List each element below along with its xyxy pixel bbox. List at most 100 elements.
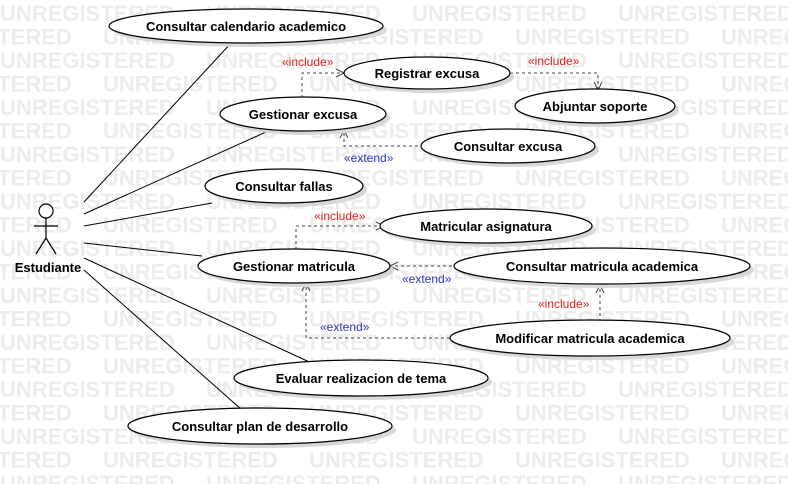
watermark-text: UNREGISTERED xyxy=(721,401,788,426)
watermark-text: UNREGISTERED xyxy=(206,471,381,484)
usecase-label: Consultar calendario academico xyxy=(146,19,346,34)
stereotype-include-label: «include» xyxy=(538,297,590,311)
watermark-text: UNREGISTERED xyxy=(309,448,484,473)
watermark-text: UNREGISTERED xyxy=(721,448,788,473)
stereotype-extend-label: «extend» xyxy=(344,151,394,165)
watermark-text: UNREGISTERED xyxy=(0,213,72,238)
assoc-gestionar-matricula xyxy=(83,242,203,257)
watermark-text: UNREGISTERED xyxy=(412,424,587,449)
watermark-text: UNREGISTERED xyxy=(0,189,175,214)
watermark-text: UNREGISTERED xyxy=(618,424,788,449)
usecase-label: Consultar plan de desarrollo xyxy=(172,419,348,434)
watermark-text: UNREGISTERED xyxy=(412,1,587,26)
usecase-label: Matricular asignatura xyxy=(420,219,552,234)
watermark-text: UNREGISTERED xyxy=(721,25,788,50)
watermark-text: UNREGISTERED xyxy=(721,307,788,332)
include-matricular-asignatura xyxy=(295,225,384,250)
usecase-label: Evaluar realizacion de tema xyxy=(276,371,447,386)
stereotype-include-label: «include» xyxy=(528,54,580,68)
watermark-text: UNREGISTERED xyxy=(206,330,381,355)
watermark-text: UNREGISTERED xyxy=(618,189,788,214)
watermark-text: UNREGISTERED xyxy=(515,448,690,473)
watermark-text: UNREGISTERED xyxy=(0,236,175,261)
watermark-text: UNREGISTERED xyxy=(103,72,278,97)
watermark-text: UNREGISTERED xyxy=(0,471,175,484)
usecase-consultar-excusa[interactable]: Consultar excusa xyxy=(420,128,599,167)
usecase-evaluar-tema[interactable]: Evaluar realizacion de tema xyxy=(233,359,492,400)
watermark-text: UNREGISTERED xyxy=(0,330,175,355)
watermark-text: UNREGISTERED xyxy=(0,142,175,167)
watermark-text: UNREGISTERED xyxy=(0,401,72,426)
usecase-label: Consultar fallas xyxy=(235,179,333,194)
usecase-adjuntar-soporte[interactable]: Abjuntar soporte xyxy=(514,88,679,127)
usecase-consultar-calendario[interactable]: Consultar calendario academico xyxy=(108,8,387,47)
usecase-consultar-plan[interactable]: Consultar plan de desarrollo xyxy=(127,407,396,448)
stereotype-extend-label: «extend» xyxy=(320,320,370,334)
watermark-text: UNREGISTERED xyxy=(0,25,72,50)
watermark-text: UNREGISTERED xyxy=(515,401,690,426)
watermark-text: UNREGISTERED xyxy=(515,166,690,191)
usecase-gestionar-matricula[interactable]: Gestionar matricula xyxy=(197,248,394,287)
watermark-text: UNREGISTERED xyxy=(206,283,381,308)
assoc-consultar-plan xyxy=(83,269,243,411)
include-registrar-excusa xyxy=(301,72,344,98)
actor-figure-icon xyxy=(34,203,58,255)
assoc-gestionar-excusa xyxy=(83,131,267,215)
extend-consultar-excusa xyxy=(343,130,424,147)
watermark-text: UNREGISTERED xyxy=(0,166,72,191)
watermark-text: UNREGISTERED xyxy=(412,283,587,308)
stereotype-include-label: «include» xyxy=(314,209,366,223)
watermark-text: UNREGISTERED xyxy=(0,260,72,285)
watermark-text: UNREGISTERED xyxy=(412,471,587,484)
usecase-label: Consultar excusa xyxy=(454,139,563,154)
assoc-consultar-calendario xyxy=(83,41,233,203)
watermark-text: UNREGISTERED xyxy=(618,471,788,484)
watermark-text: UNREGISTERED xyxy=(721,72,788,97)
usecase-label: Gestionar matricula xyxy=(233,259,356,274)
usecase-label: Abjuntar soporte xyxy=(543,99,648,114)
extend-modificar-matricula xyxy=(305,283,450,339)
watermark-text: UNREGISTERED xyxy=(103,213,278,238)
watermark-text: UNREGISTERED xyxy=(103,448,278,473)
usecase-gestionar-excusa[interactable]: Gestionar excusa xyxy=(219,96,390,135)
stereotype-extend-label: «extend» xyxy=(402,272,452,286)
usecase-label: Modificar matricula academica xyxy=(495,331,685,346)
use-cases: Consultar calendario academico Registrar… xyxy=(108,8,754,448)
watermark-text: UNREGISTERED xyxy=(721,213,788,238)
actor-name: Estudiante xyxy=(15,260,81,275)
watermark-text: UNREGISTERED xyxy=(0,354,72,379)
watermark-text: UNREGISTERED xyxy=(721,119,788,144)
watermark-text: UNREGISTERED xyxy=(0,377,175,402)
usecase-matricular-asignatura[interactable]: Matricular asignatura xyxy=(379,208,596,247)
usecase-registrar-excusa[interactable]: Registrar excusa xyxy=(343,56,514,93)
usecase-label: Gestionar excusa xyxy=(249,107,358,122)
watermark-text: UNREGISTERED xyxy=(0,448,72,473)
watermark-text: UNREGISTERED xyxy=(618,377,788,402)
usecase-modificar-matricula[interactable]: Modificar matricula academica xyxy=(449,319,734,360)
stereotype-labels: «include» «include» «extend» «include» «… xyxy=(282,54,590,334)
actor-estudiante[interactable]: Estudiante xyxy=(15,203,81,275)
associations xyxy=(83,41,319,411)
watermark-text: UNREGISTERED xyxy=(721,354,788,379)
watermark-text: UNREGISTERED xyxy=(618,142,788,167)
watermark-text: UNREGISTERED xyxy=(0,72,72,97)
watermark-text: UNREGISTERED xyxy=(618,1,788,26)
watermark-text: UNREGISTERED xyxy=(0,119,72,144)
assoc-consultar-fallas xyxy=(83,202,213,227)
watermark-text: UNREGISTERED xyxy=(618,48,788,73)
usecase-label: Registrar excusa xyxy=(375,66,481,81)
usecase-consultar-matricula[interactable]: Consultar matricula academica xyxy=(453,247,754,288)
watermark-text: UNREGISTERED xyxy=(103,307,278,332)
watermark-text: UNREGISTERED xyxy=(0,95,175,120)
watermark-text: UNREGISTERED xyxy=(0,48,175,73)
watermark-text: UNREGISTERED xyxy=(0,283,175,308)
assoc-evaluar-tema xyxy=(83,257,319,367)
stereotype-include-label: «include» xyxy=(282,55,334,69)
watermark-text: UNREGISTERED xyxy=(0,307,72,332)
usecase-consultar-fallas[interactable]: Consultar fallas xyxy=(204,168,367,207)
watermark-text: UNREGISTERED xyxy=(309,307,484,332)
watermark-text: UNREGISTERED xyxy=(515,25,690,50)
usecase-label: Consultar matricula academica xyxy=(506,259,699,274)
